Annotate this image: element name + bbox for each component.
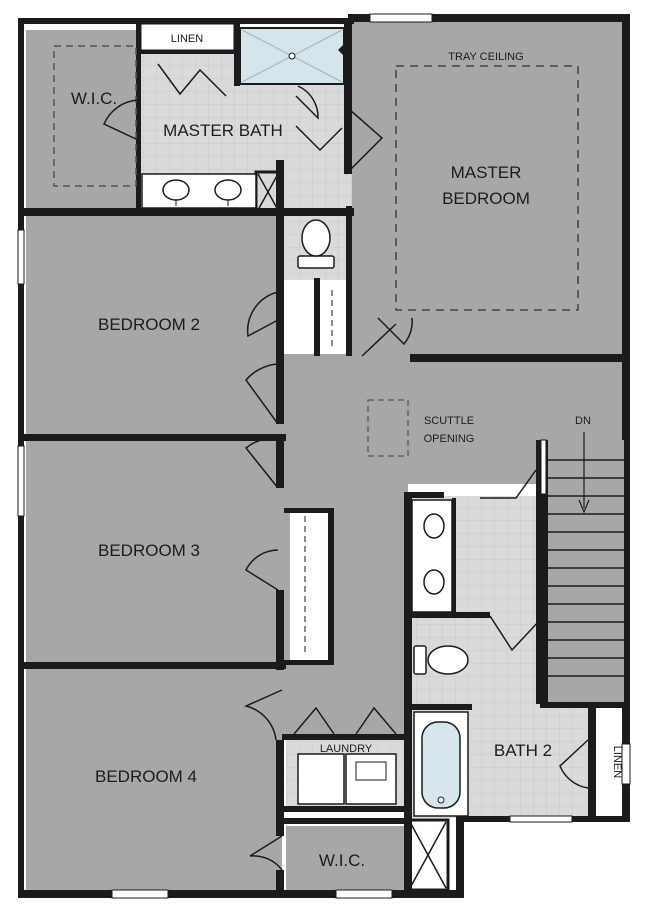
bath2-vanity	[411, 499, 453, 613]
label-master-bedroom-1: MASTER	[451, 163, 522, 182]
bedroom3-floor	[26, 440, 282, 664]
staircase	[540, 432, 624, 702]
door-swings	[103, 63, 589, 871]
label-master-bath: MASTER BATH	[163, 121, 283, 140]
label-bath2: BATH 2	[494, 741, 552, 760]
label-scuttle-2: OPENING	[424, 433, 475, 445]
label-linen-top: LINEN	[171, 33, 203, 45]
label-tray-ceiling: TRAY CEILING	[448, 51, 523, 63]
wic-bottom-floor	[286, 826, 406, 890]
bedroom4-floor	[26, 668, 282, 890]
windows	[17, 13, 631, 899]
linen-closet-floor	[596, 708, 624, 816]
bath2-tub	[413, 711, 469, 817]
stair-arrow-head	[578, 499, 590, 514]
label-wic-bottom: W.I.C.	[319, 851, 365, 870]
label-bedroom4: BEDROOM 4	[95, 767, 197, 786]
scuttle-opening-outline	[367, 399, 409, 457]
label-linen-right: LINEN	[611, 746, 623, 778]
laundry-appliances	[297, 753, 397, 805]
bedroom2-floor	[26, 216, 282, 436]
bath2-toilet	[413, 645, 469, 675]
label-laundry: LAUNDRY	[320, 743, 373, 755]
label-bedroom3: BEDROOM 3	[98, 541, 200, 560]
wic-master-floor	[26, 30, 138, 210]
label-wic-master: W.I.C.	[71, 89, 117, 108]
master-shower	[239, 27, 345, 85]
label-bedroom2: BEDROOM 2	[98, 315, 200, 334]
label-master-bedroom-2: BEDROOM	[442, 189, 530, 208]
label-scuttle-1: SCUTTLE	[424, 415, 474, 427]
master-vanity	[141, 173, 257, 209]
label-stairs-dn: DN	[575, 415, 591, 427]
linen-top-closet	[140, 23, 235, 51]
tray-ceiling-outline	[395, 65, 579, 311]
master-toilet	[297, 219, 335, 269]
hall-closet-floor	[290, 512, 330, 662]
wic-master-shelf-outline	[53, 45, 137, 187]
